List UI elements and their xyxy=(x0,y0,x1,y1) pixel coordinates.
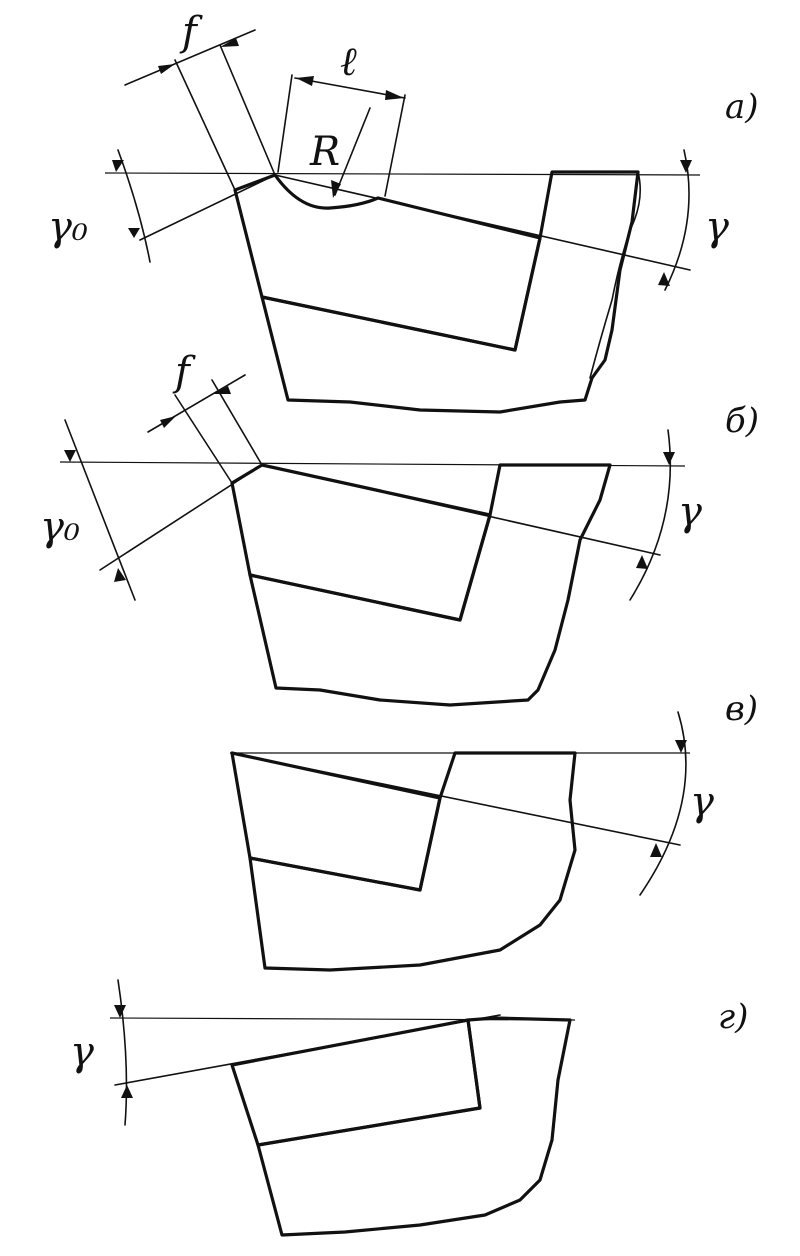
panel-a-l-ext-2 xyxy=(384,94,406,197)
panel-a-l-arrow-2 xyxy=(385,90,404,100)
panel-a-r-symbol: R xyxy=(309,129,340,175)
panel-a-gamma0-line xyxy=(139,174,276,241)
panel-c-gamma-arc xyxy=(639,711,687,896)
panel-b-holder xyxy=(248,463,612,707)
panel-a-f-symbol: f xyxy=(179,9,203,55)
panel-a-gamma0-arrow-1 xyxy=(112,160,124,172)
panel-b-gamma0-arrow-1 xyxy=(64,450,76,462)
panel-a-gamma0-symbol: γ₀ xyxy=(48,204,88,250)
panel-c-rake-line xyxy=(231,752,681,846)
panel-d-gamma-arrow-2 xyxy=(121,1085,133,1098)
panel-a-r-arrow xyxy=(331,180,341,198)
panel-c: в) γ xyxy=(230,689,758,972)
panel-b-gamma-arrow-2 xyxy=(636,555,648,569)
panel-b-f-arrow-2 xyxy=(213,386,231,394)
panel-a-holder xyxy=(260,170,640,414)
panel-c-gamma-symbol: γ xyxy=(690,779,714,825)
panel-c-label: в) xyxy=(725,689,758,729)
panel-c-holder xyxy=(248,751,577,972)
panel-b-rake-line xyxy=(261,464,661,556)
panel-a-label: а) xyxy=(725,87,759,127)
panel-a-break-line xyxy=(589,171,641,379)
panel-a-reference-line xyxy=(104,172,701,176)
panel-a-l-ext-1 xyxy=(277,74,293,173)
panel-a-gamma0-arrow-2 xyxy=(128,228,140,238)
panel-a-gamma-arrow-1 xyxy=(680,160,692,173)
panel-b-gamma0-arc xyxy=(64,419,136,601)
panel-c-gamma-arrow-2 xyxy=(650,843,662,857)
panel-b-insert xyxy=(230,463,492,622)
panel-a-l-arrow-1 xyxy=(296,76,314,86)
panel-b-gamma-arrow-1 xyxy=(663,452,675,465)
panel-a-rake-line xyxy=(274,174,691,271)
panel-b-gamma-symbol: γ xyxy=(678,489,702,535)
panel-a-l-symbol: ℓ xyxy=(340,39,357,85)
panel-a-gamma-arrow-2 xyxy=(658,272,670,286)
panel-d-label: г) xyxy=(718,997,748,1037)
panel-b-label: б) xyxy=(725,401,759,441)
panel-b-f-ext-1 xyxy=(174,394,233,484)
panel-d-insert xyxy=(230,1018,482,1147)
panel-b-f-arrow-1 xyxy=(160,416,176,428)
panel-d: г) γ xyxy=(70,979,748,1237)
panel-b-gamma-arc xyxy=(629,429,672,601)
panel-b-gamma0-line xyxy=(99,464,263,571)
panel-a: а) f ℓ R γ₀ γ xyxy=(48,9,759,414)
panel-a-r-leader xyxy=(334,107,371,196)
panel-b-f-ext-2 xyxy=(211,379,263,466)
panel-d-gamma-symbol: γ xyxy=(70,1029,94,1075)
panel-b-f-symbol: f xyxy=(172,349,196,395)
panel-a-f-ext-1 xyxy=(174,59,236,191)
panel-a-f-dim xyxy=(124,29,256,86)
panel-d-rake-line xyxy=(114,1014,501,1086)
panel-a-f-arrow-2 xyxy=(220,38,239,47)
panel-c-gamma-arrow-1 xyxy=(675,740,687,753)
panel-d-gamma-arrow-1 xyxy=(114,1005,126,1018)
panel-a-gamma0-arc xyxy=(117,149,151,263)
panel-b: б) f γ₀ γ xyxy=(40,349,759,707)
panel-a-gamma-symbol: γ xyxy=(705,204,729,250)
panel-a-f-ext-2 xyxy=(219,44,276,176)
panel-a-f-arrow-1 xyxy=(158,64,175,74)
panel-d-gamma-arc xyxy=(117,979,128,1126)
panel-b-gamma0-symbol: γ₀ xyxy=(40,504,80,550)
panel-b-gamma0-arrow-2 xyxy=(114,568,126,582)
